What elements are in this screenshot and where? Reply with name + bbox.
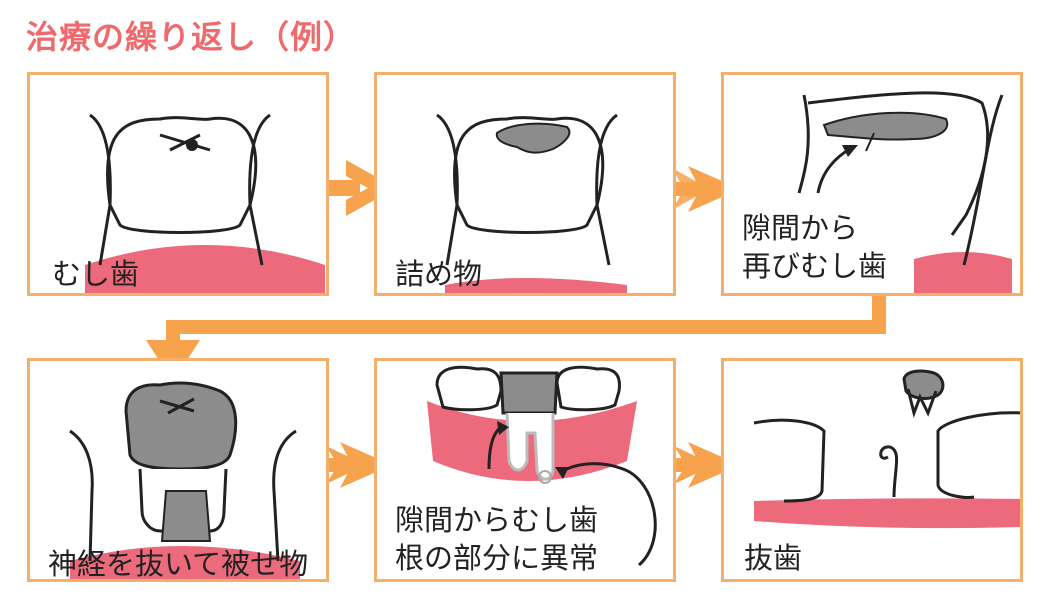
panel-extraction: 抜歯	[721, 358, 1023, 582]
caption-line: むし歯	[52, 257, 140, 291]
panel-cavity: むし歯	[27, 72, 329, 296]
tooth-root-problem-illustration	[427, 365, 657, 567]
tooth-filling-illustration	[436, 113, 627, 293]
caption-line: 根の部分に異常	[395, 541, 599, 575]
caption-line: 隙間から	[742, 211, 859, 245]
caption-line: 再びむし歯	[742, 249, 888, 283]
caption-line: 抜歯	[744, 541, 803, 575]
panel-root-problem: 隙間からむし歯 根の部分に異常	[374, 358, 676, 582]
caption-line: 神経を抜いて被せ物	[48, 547, 309, 581]
diagram-title: 治療の繰り返し（例）	[26, 18, 357, 56]
panel-filling: 詰め物	[374, 72, 676, 296]
tooth-crown-illustration	[69, 381, 300, 579]
panel-recurring-cavity: 隙間から 再びむし歯	[721, 72, 1023, 296]
tooth-extraction-illustration	[753, 369, 1020, 529]
arrow-3-to-4	[146, 295, 886, 382]
panel-crown: 神経を抜いて被せ物	[27, 358, 329, 582]
tooth-cavity-illustration	[85, 113, 325, 293]
caption-line: 隙間からむし歯	[395, 503, 599, 537]
caption-line: 詰め物	[395, 257, 483, 291]
tooth-recurring-cavity-illustration	[797, 91, 1012, 293]
